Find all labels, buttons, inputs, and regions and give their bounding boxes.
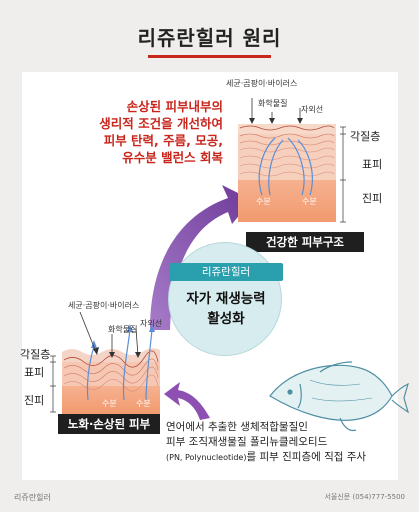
- description-text: 손상된 피부내부의 생리적 조건을 개선하여 피부 탄력, 주름, 모공, 유수…: [99, 98, 223, 166]
- healthy-factors-label: 세균·곰팡이·바이러스: [226, 79, 298, 88]
- damaged-skin-badge: 노화·손상된 피부: [58, 414, 160, 434]
- damaged-uv-label: 자외선: [140, 319, 163, 328]
- healthy-skin-badge: 건강한 피부구조: [246, 232, 364, 252]
- description-line-3: 피부 탄력, 주름, 모공,: [103, 133, 223, 148]
- page-title: 리쥬란힐러 원리: [137, 26, 282, 50]
- salmon-illustration: [269, 361, 410, 432]
- center-circle: 리쥬란힐러 자가 재생능력 활성화: [168, 242, 283, 356]
- footer-credit: 서울신문 (054)777-5500: [324, 493, 405, 501]
- damaged-chem-label: 화학물질: [108, 325, 138, 334]
- bottom-description: 연어에서 추출한 생체적합물질인 피부 조직재생물질 폴리뉴클레오티드 (PN,…: [166, 420, 366, 465]
- damaged-stratum-label: 각질층: [20, 348, 51, 361]
- damaged-moisture-2: 수분: [136, 399, 151, 408]
- damaged-moisture-1: 수분: [102, 399, 117, 408]
- bottom-line-3: (PN, Polynucleotide)를 피부 진피층에 직접 주사: [166, 450, 366, 465]
- description-line-2: 생리적 조건을 개선하여: [99, 116, 223, 131]
- bottom-line-1: 연어에서 추출한 생체적합물질인: [166, 421, 308, 433]
- damaged-dermis-label: 진피: [24, 394, 45, 407]
- bottom-line-2: 피부 조직재생물질 폴리뉴클레오티드: [166, 436, 328, 448]
- healthy-skin: [238, 98, 346, 223]
- healthy-chem-label: 화학물질: [258, 99, 288, 108]
- center-main-line-1: 자가 재생능력: [186, 291, 266, 307]
- healthy-moisture-1: 수분: [256, 197, 271, 206]
- center-main-line-2: 활성화: [207, 311, 245, 327]
- healthy-dermis-label: 진피: [362, 192, 383, 205]
- center-main-text: 자가 재생능력 활성화: [169, 289, 283, 329]
- damaged-skin: [50, 311, 160, 414]
- healthy-stratum-label: 각질층: [350, 130, 381, 143]
- bottom-line-3-small: (PN, Polynucleotide): [166, 453, 247, 462]
- damaged-epidermis-label: 표피: [24, 366, 45, 379]
- healthy-moisture-2: 수분: [302, 197, 317, 206]
- center-tag: 리쥬란힐러: [169, 263, 283, 281]
- footer-source: 리쥬란힐러: [14, 493, 51, 502]
- bottom-line-3-rest: 를 피부 진피층에 직접 주사: [246, 451, 367, 463]
- healthy-epidermis-label: 표피: [362, 158, 383, 171]
- description-line-1: 손상된 피부내부의: [126, 99, 223, 114]
- description-line-4: 유수분 밸런스 회복: [122, 150, 223, 165]
- title-underline: [148, 55, 271, 58]
- damaged-factors-label: 세균·곰팡이·바이러스: [68, 301, 140, 310]
- healthy-uv-label: 자외선: [301, 105, 324, 114]
- injection-arrow: [164, 382, 210, 420]
